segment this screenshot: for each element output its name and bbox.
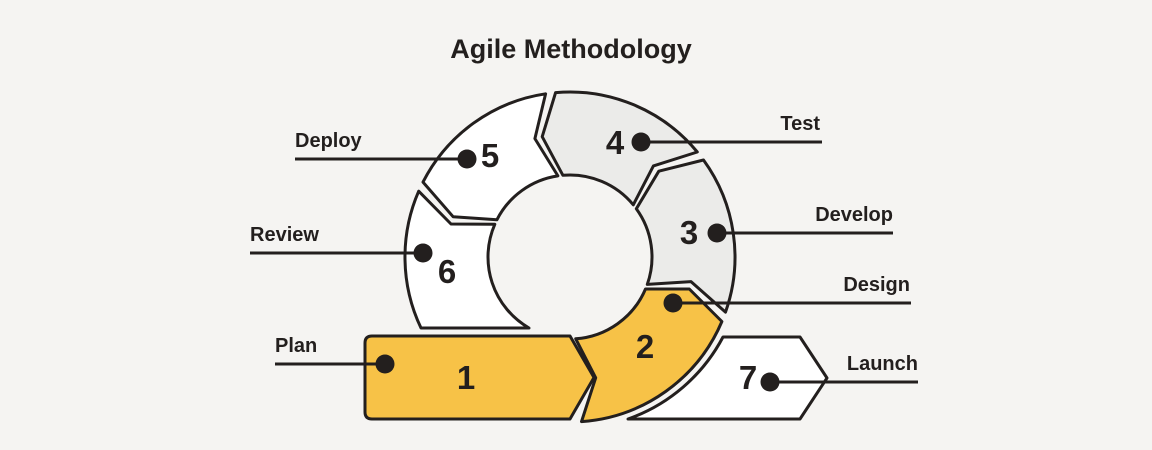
deploy-dot-icon — [457, 149, 477, 169]
step-segment-1-plan — [363, 334, 596, 421]
plan-dot-icon — [375, 354, 395, 374]
step-number-2: 2 — [636, 328, 654, 365]
step-segment-4-test — [540, 90, 699, 207]
review-dot-icon — [413, 243, 433, 263]
step-label-develop: Develop — [815, 204, 893, 226]
test-dot-icon — [631, 132, 651, 152]
step-segment-5-deploy — [421, 92, 560, 222]
design-dot-icon — [663, 293, 683, 313]
develop-dot-icon — [707, 223, 727, 243]
step-number-7: 7 — [739, 359, 757, 396]
step-label-plan: Plan — [275, 335, 317, 357]
step-segment-3-develop — [634, 158, 737, 314]
step-number-5: 5 — [481, 137, 499, 174]
step-segment-2-design — [574, 287, 724, 424]
step-number-3: 3 — [680, 214, 698, 251]
step-label-launch: Launch — [847, 353, 918, 375]
page-title: Agile Methodology — [450, 34, 691, 64]
step-segment-6-review — [403, 189, 531, 330]
step-number-1: 1 — [457, 359, 475, 396]
step-segment-7-launch — [626, 335, 829, 421]
step-label-design: Design — [843, 274, 910, 296]
launch-dot-icon — [760, 372, 780, 392]
step-number-4: 4 — [606, 124, 625, 161]
step-label-review: Review — [250, 224, 319, 246]
step-label-test: Test — [780, 113, 820, 135]
step-label-deploy: Deploy — [295, 130, 363, 152]
step-number-6: 6 — [438, 253, 456, 290]
